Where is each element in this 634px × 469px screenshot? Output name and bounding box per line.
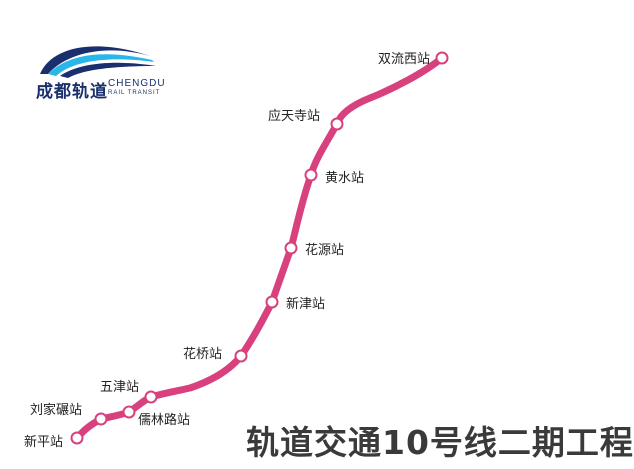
station-marker-liujiaxuan [94,412,108,426]
station-marker-shuangliuxi [435,51,449,65]
chengdu-metro-logo: 成都轨道 CHENGDU RAIL TRANSIT [34,38,184,104]
station-marker-yingtiansi [330,117,344,131]
station-marker-huangshui [304,168,318,182]
station-marker-rulinlu [122,405,136,419]
station-marker-xinjin [265,295,279,309]
station-label-xinping: 新平站 [24,434,63,450]
station-label-shuangliuxi: 双流西站 [378,52,430,67]
logo-english-text-line1: CHENGDU [108,78,166,89]
project-title: 轨道交通10号线二期工程 [246,423,634,462]
station-label-wujin: 五津站 [100,380,139,395]
station-label-rulinlu: 儒林路站 [138,412,190,428]
station-marker-xinping [70,431,84,445]
station-marker-wujin [144,390,158,404]
station-label-xinjin: 新津站 [286,296,325,312]
station-label-huaqiao: 花桥站 [183,346,222,362]
logo-english-text-line2: RAIL TRANSIT [108,90,161,96]
station-label-liujiaxuan: 刘家碾站 [30,402,82,418]
logo-chinese-text: 成都轨道 [36,82,108,102]
station-marker-huayuan [284,241,298,255]
station-marker-huaqiao [234,349,248,363]
station-label-yingtiansi: 应天寺站 [268,108,320,124]
station-label-huayuan: 花源站 [305,242,344,258]
station-label-huangshui: 黄水站 [325,171,364,186]
wave-logo-icon [40,46,156,78]
